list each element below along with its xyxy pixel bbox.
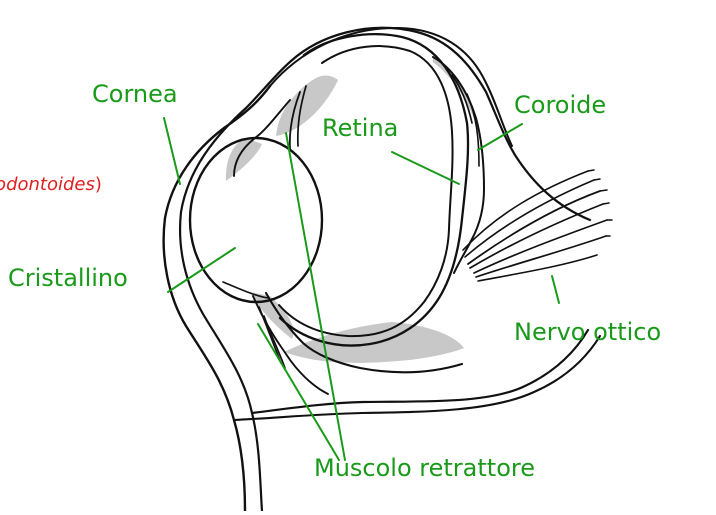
leader-cristallino [168, 248, 235, 292]
label-retina: Retina [322, 116, 398, 140]
leader-retina [392, 152, 459, 184]
leader-nervo [552, 276, 559, 303]
species-name-fragment: todontoides [0, 174, 95, 195]
label-cornea: Cornea [92, 82, 178, 106]
label-coroide: Coroide [514, 93, 606, 117]
label-nervo-ottico: Nervo ottico [514, 320, 661, 344]
leader-cornea [164, 118, 180, 184]
leader-lines [164, 118, 559, 460]
label-muscolo-retrattore: Muscolo retrattore [314, 456, 535, 480]
species-close-paren: ) [95, 174, 102, 195]
leader-coroide [478, 124, 522, 150]
optic-nerve-drawing [463, 170, 612, 281]
species-label: todontoides) [0, 176, 102, 194]
label-cristallino: Cristallino [8, 266, 128, 290]
